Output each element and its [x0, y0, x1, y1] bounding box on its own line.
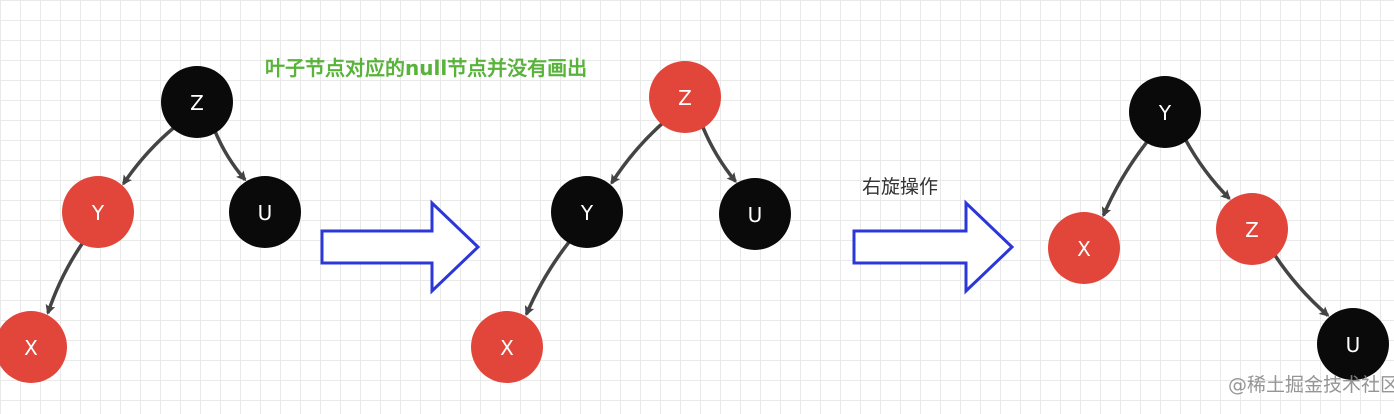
edge-t2-z-to-t2-u — [700, 125, 737, 183]
rotation-label: 右旋操作 — [862, 176, 939, 198]
edge-t2-y-to-t2-x — [524, 240, 572, 317]
edges-layer — [45, 121, 1330, 317]
node-circle-t3-y — [1129, 76, 1201, 148]
node-label-t1-x: X — [24, 336, 38, 360]
tree-node-t3-u: U — [1317, 308, 1389, 380]
node-circle-t1-x — [0, 311, 67, 383]
tree-node-t2-y: Y — [551, 176, 623, 248]
node-label-t1-y: Y — [91, 201, 105, 225]
tree-node-t1-z: Z — [161, 66, 233, 138]
node-circle-t2-z — [649, 61, 721, 133]
edge-t2-z-to-t2-y — [610, 121, 665, 185]
node-circle-t3-x — [1048, 212, 1120, 284]
tree-node-t2-x: X — [471, 311, 543, 383]
node-circle-t2-y — [551, 176, 623, 248]
edge-t1-y-to-t1-x — [45, 241, 85, 315]
tree-node-t1-u: U — [229, 176, 301, 248]
node-circle-t2-x — [471, 311, 543, 383]
node-circle-t3-u — [1317, 308, 1389, 380]
node-label-t2-z: Z — [678, 86, 692, 110]
edge-t3-y-to-t3-x — [1101, 140, 1149, 218]
watermark: @稀土掘金技术社区 — [1228, 374, 1394, 396]
node-circle-t1-z — [161, 66, 233, 138]
transition-arrow-1 — [320, 199, 481, 295]
node-circle-t3-z — [1216, 193, 1288, 265]
transition-arrows — [320, 199, 1015, 295]
node-circle-t1-u — [229, 176, 301, 248]
node-label-t1-z: Z — [190, 91, 204, 115]
tree-node-t2-z: Z — [649, 61, 721, 133]
node-label-t2-x: X — [500, 336, 514, 360]
node-circle-t2-u — [719, 178, 791, 250]
edge-t3-y-to-t3-z — [1183, 138, 1231, 200]
node-label-t1-u: U — [258, 201, 273, 225]
nodes-layer: Z Y U X Z Y U X Y X Z U — [0, 61, 1389, 383]
transition-arrow-2 — [852, 199, 1015, 295]
edge-t1-z-to-t1-u — [213, 130, 247, 182]
node-label-t2-u: U — [748, 203, 763, 227]
node-label-t2-y: Y — [580, 201, 594, 225]
tree-node-t1-x: X — [0, 311, 67, 383]
node-label-t3-u: U — [1346, 333, 1361, 357]
note-text: 叶子节点对应的null节点并没有画出 — [265, 56, 588, 80]
tree-node-t3-y: Y — [1129, 76, 1201, 148]
tree-node-t1-y: Y — [62, 176, 134, 248]
node-label-t3-y: Y — [1158, 101, 1172, 125]
tree-node-t3-z: Z — [1216, 193, 1288, 265]
edge-t3-z-to-t3-u — [1272, 253, 1330, 317]
tree-node-t2-u: U — [719, 178, 791, 250]
tree-node-t3-x: X — [1048, 212, 1120, 284]
node-circle-t1-y — [62, 176, 134, 248]
edge-t1-z-to-t1-y — [121, 125, 176, 186]
node-label-t3-x: X — [1077, 237, 1091, 261]
node-label-t3-z: Z — [1245, 218, 1259, 242]
